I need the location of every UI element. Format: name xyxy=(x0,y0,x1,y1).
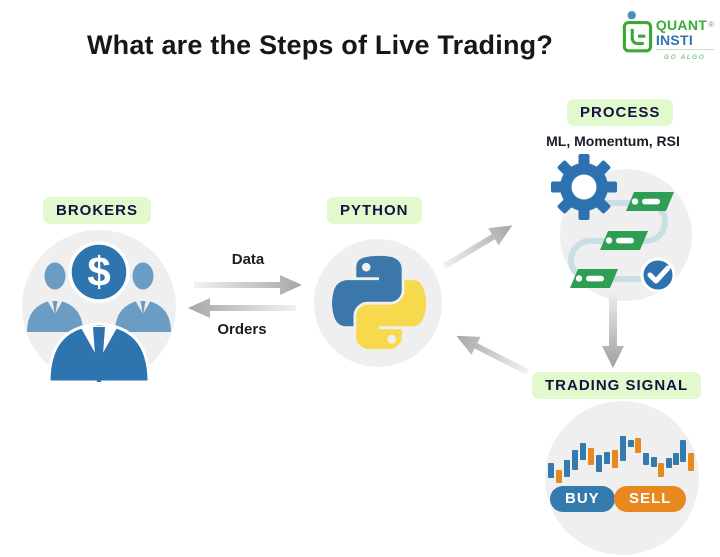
logo-name-top: QUANT® xyxy=(655,17,714,33)
candlestick-chart xyxy=(547,427,695,485)
logo-tagline: GO ALGO xyxy=(655,49,714,65)
python-logo-icon xyxy=(332,255,426,349)
data-arrow xyxy=(194,275,302,295)
candle xyxy=(604,452,610,464)
candle xyxy=(673,453,679,465)
orders-flow-label: Orders xyxy=(217,321,267,338)
page-title: What are the Steps of Live Trading? xyxy=(86,30,554,60)
step-card-1 xyxy=(626,192,674,211)
candle xyxy=(651,457,657,467)
candle xyxy=(588,448,594,465)
candle xyxy=(666,458,672,468)
trading-signal-icon-background xyxy=(545,401,699,555)
candle xyxy=(620,436,626,461)
candle xyxy=(658,463,664,477)
candle xyxy=(680,440,686,462)
broker-right-figure xyxy=(115,262,171,332)
broker-center-figure xyxy=(47,322,151,384)
brokers-icon: $ xyxy=(22,230,176,384)
quantinsti-logo: QUANT® INSTI GO ALGO xyxy=(622,10,714,65)
buy-badge: BUY xyxy=(550,486,615,512)
python-to-process-arrow xyxy=(442,225,513,270)
candle xyxy=(580,443,586,460)
python-label: PYTHON xyxy=(327,197,422,224)
step-card-3 xyxy=(570,269,618,288)
candle xyxy=(612,450,618,468)
candle xyxy=(596,455,602,472)
candle xyxy=(628,440,634,447)
candle xyxy=(548,463,554,478)
gear-icon xyxy=(551,154,617,220)
candle xyxy=(635,438,641,453)
candle xyxy=(688,453,694,471)
orders-arrow xyxy=(188,298,296,318)
broker-left-figure xyxy=(27,262,83,332)
candle xyxy=(643,453,649,465)
data-flow-label: Data xyxy=(231,251,265,268)
check-icon xyxy=(640,257,676,293)
candle xyxy=(572,450,578,470)
logo-name-bottom: INSTI xyxy=(655,32,694,48)
trading-signal-label: TRADING SIGNAL xyxy=(532,372,702,399)
sell-badge: SELL xyxy=(614,486,687,512)
signal-to-python-arrow xyxy=(456,335,530,375)
step-card-2 xyxy=(600,231,648,250)
svg-text:$: $ xyxy=(87,248,110,295)
process-to-signal-arrow xyxy=(602,294,624,368)
candle xyxy=(564,460,570,477)
registered-mark: ® xyxy=(708,20,714,29)
brokers-label: BROKERS xyxy=(43,197,152,224)
quantinsti-logo-icon xyxy=(622,11,652,53)
process-label: PROCESS xyxy=(567,99,674,126)
process-techniques: ML, Momentum, RSI xyxy=(546,133,680,149)
process-icon xyxy=(551,154,692,301)
candle xyxy=(556,470,562,483)
dollar-icon: $ xyxy=(68,241,130,303)
